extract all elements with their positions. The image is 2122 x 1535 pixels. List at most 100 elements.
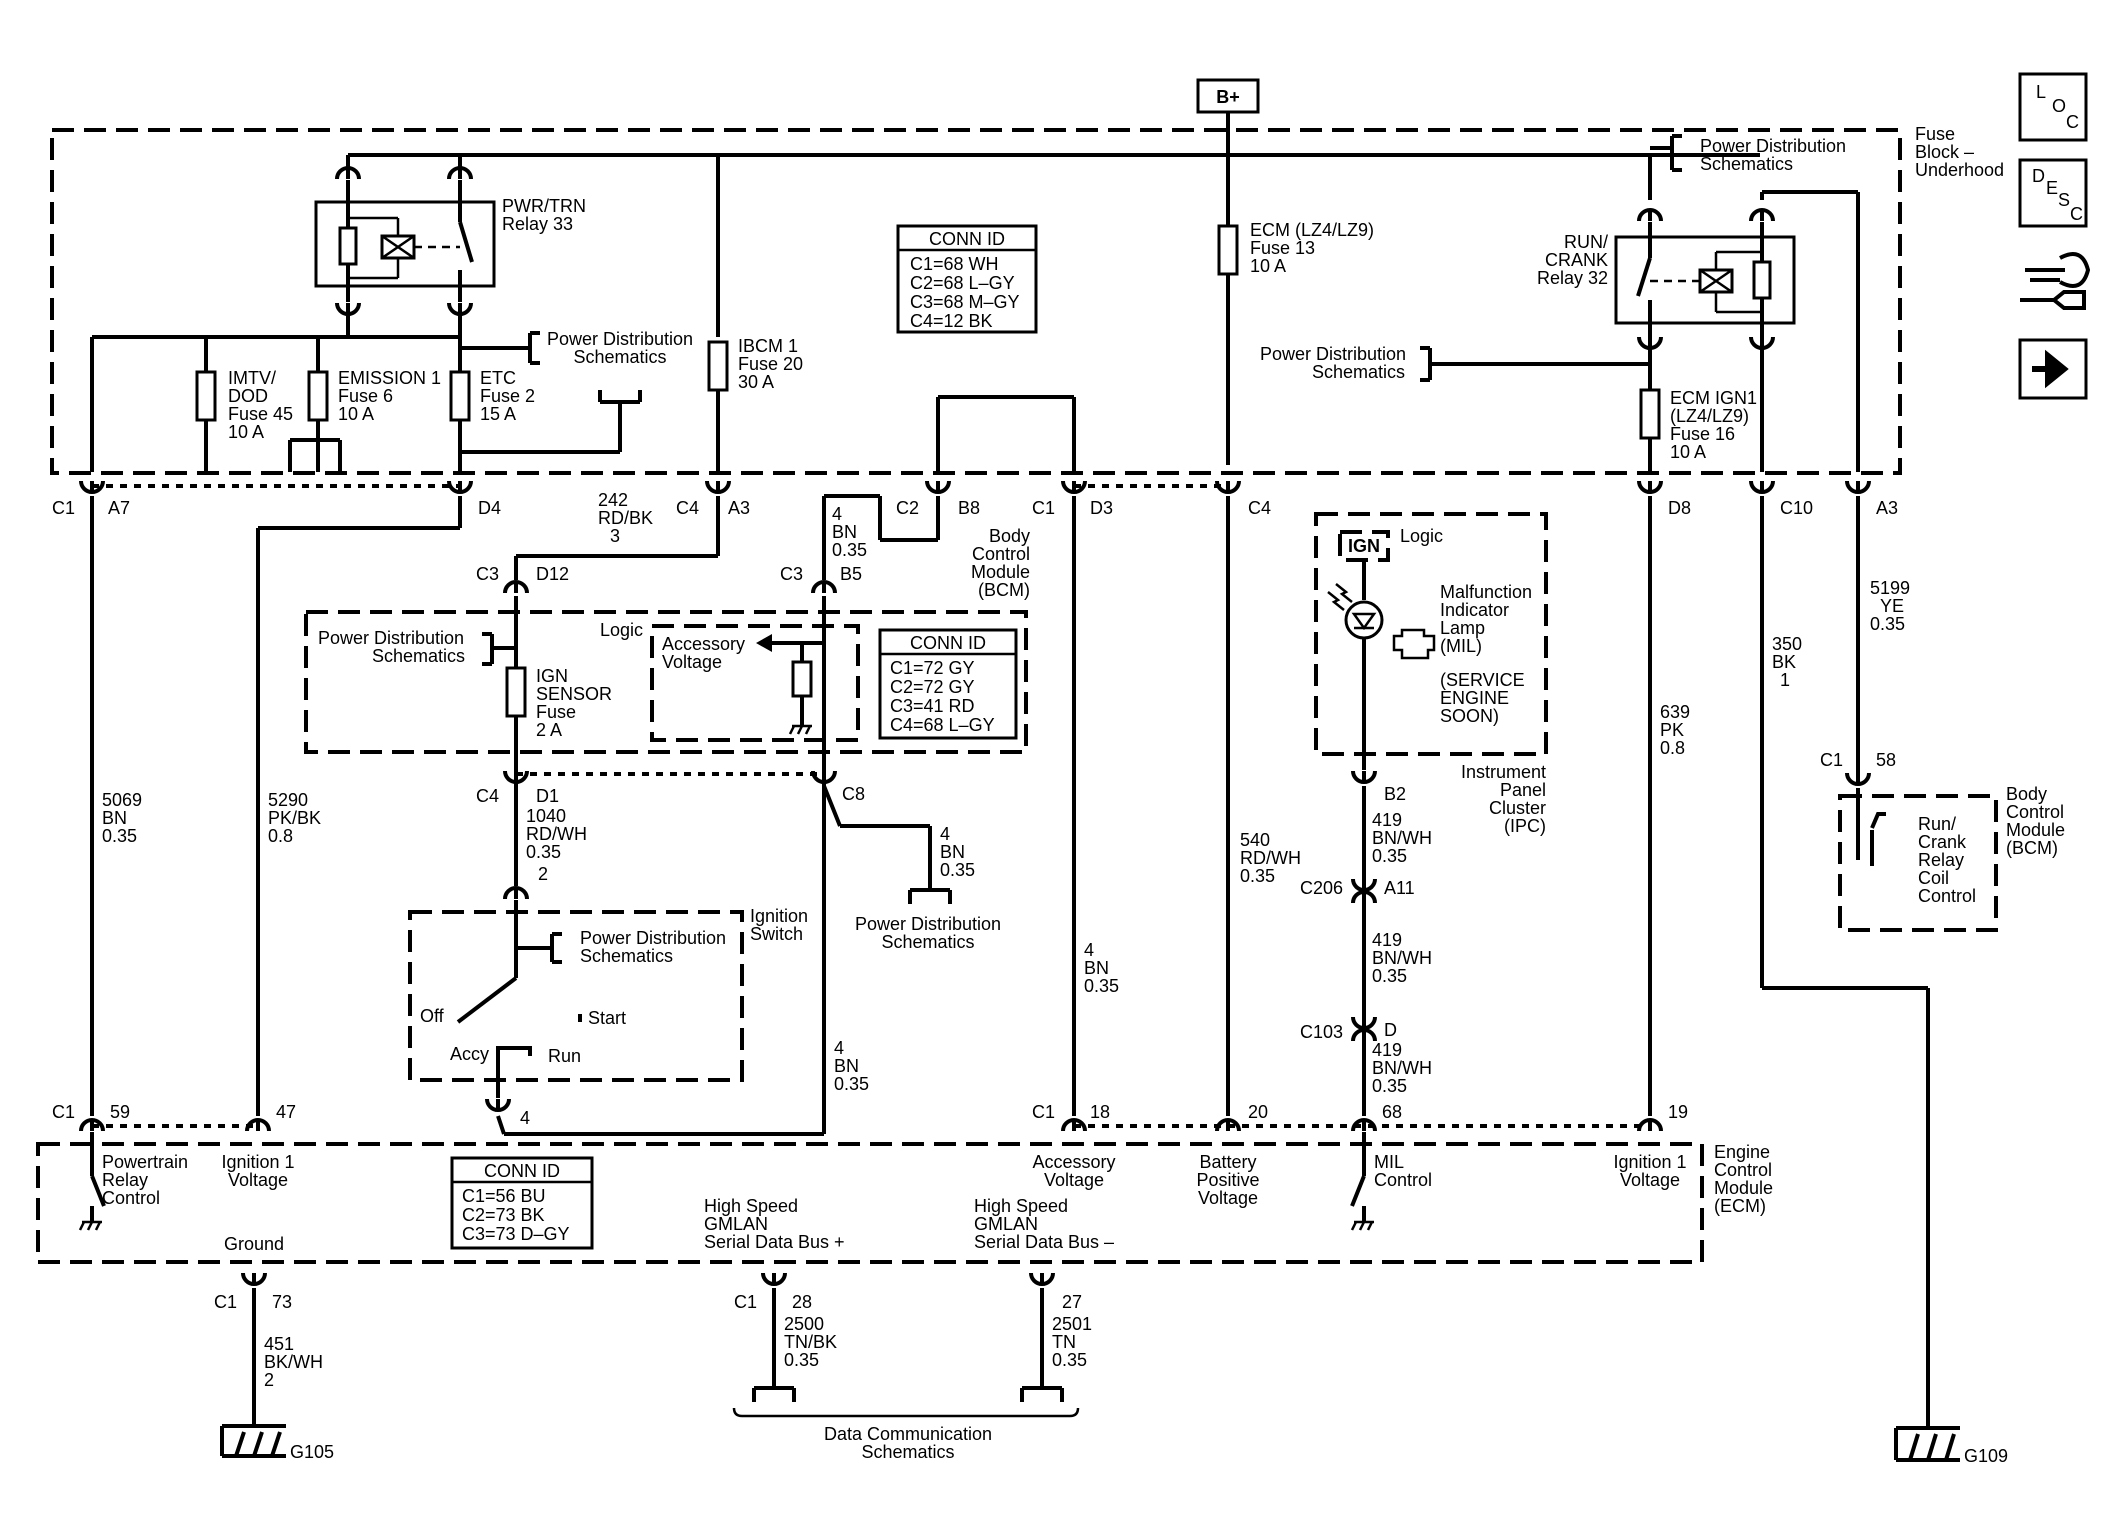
svg-text:O: O bbox=[2052, 96, 2066, 116]
svg-text:CONN ID: CONN ID bbox=[910, 633, 986, 653]
ground-g109-icon bbox=[1894, 1426, 1960, 1462]
svg-text:Off: Off bbox=[420, 1006, 445, 1026]
svg-text:18: 18 bbox=[1090, 1102, 1110, 1122]
svg-text:C1: C1 bbox=[1820, 750, 1843, 770]
svg-text:C1: C1 bbox=[52, 1102, 75, 1122]
connector-icon[interactable] bbox=[2020, 252, 2091, 310]
bcm-right-box bbox=[1838, 794, 1998, 932]
svg-text:4: 4 bbox=[520, 1108, 530, 1128]
svg-text:C103: C103 bbox=[1300, 1022, 1343, 1042]
loc-icon[interactable]: L O C bbox=[2018, 72, 2088, 142]
svg-text:59: 59 bbox=[110, 1102, 130, 1122]
svg-text:B5: B5 bbox=[840, 564, 862, 584]
svg-text:B2: B2 bbox=[1384, 784, 1406, 804]
desc-icon[interactable]: D E S C bbox=[2018, 158, 2088, 228]
svg-text:C2: C2 bbox=[896, 498, 919, 518]
fuse-block-pin-labels: C1 A7 D4 C4 A3 C2 B8 C1 D3 C4 D8 C10 A3 bbox=[52, 498, 1898, 518]
svg-text:CONN ID: CONN ID bbox=[484, 1161, 560, 1181]
svg-text:Accy: Accy bbox=[450, 1044, 489, 1064]
right-arrow-icon[interactable] bbox=[2018, 338, 2088, 400]
svg-text:A3: A3 bbox=[1876, 498, 1898, 518]
svg-text:C4: C4 bbox=[676, 498, 699, 518]
svg-text:C1: C1 bbox=[1032, 1102, 1055, 1122]
svg-text:C1: C1 bbox=[214, 1292, 237, 1312]
svg-text:2: 2 bbox=[538, 864, 548, 884]
ground-g105-icon bbox=[220, 1424, 286, 1458]
svg-text:20: 20 bbox=[1248, 1102, 1268, 1122]
svg-text:B8: B8 bbox=[958, 498, 980, 518]
ignition-switch-box bbox=[408, 910, 744, 1082]
svg-text:A7: A7 bbox=[108, 498, 130, 518]
svg-text:G109: G109 bbox=[1964, 1446, 2008, 1466]
svg-text:Logic: Logic bbox=[1400, 526, 1443, 546]
svg-text:IGN: IGN bbox=[1348, 536, 1380, 556]
svg-text:D1: D1 bbox=[536, 786, 559, 806]
svg-text:D: D bbox=[1384, 1020, 1397, 1040]
svg-text:D8: D8 bbox=[1668, 498, 1691, 518]
svg-text:C4: C4 bbox=[476, 786, 499, 806]
svg-text:28: 28 bbox=[792, 1292, 812, 1312]
svg-text:C: C bbox=[2070, 204, 2083, 224]
svg-text:D3: D3 bbox=[1090, 498, 1113, 518]
svg-text:C10: C10 bbox=[1780, 498, 1813, 518]
svg-text:73: 73 bbox=[272, 1292, 292, 1312]
svg-text:Ground: Ground bbox=[224, 1234, 284, 1254]
engine-icon bbox=[1392, 628, 1436, 660]
svg-text:D: D bbox=[2032, 166, 2045, 186]
svg-text:D4: D4 bbox=[478, 498, 501, 518]
svg-text:CONN ID: CONN ID bbox=[929, 229, 1005, 249]
svg-text:D12: D12 bbox=[536, 564, 569, 584]
bcm-accessory-box bbox=[650, 624, 860, 742]
ecm-box bbox=[36, 1142, 1704, 1264]
svg-text:C1: C1 bbox=[1032, 498, 1055, 518]
svg-text:Start: Start bbox=[588, 1008, 626, 1028]
svg-text:C: C bbox=[2066, 112, 2079, 132]
